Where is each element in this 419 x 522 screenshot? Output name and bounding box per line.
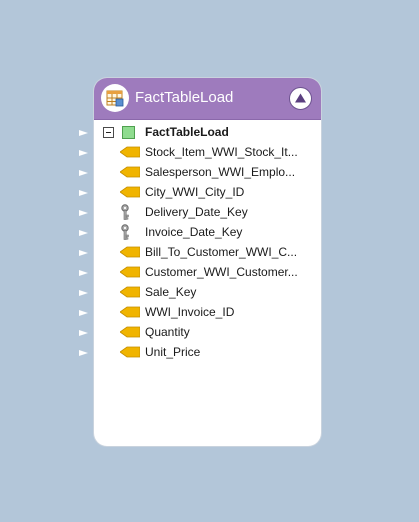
column-label: Bill_To_Customer_WWI_C... (145, 245, 298, 259)
column-label: WWI_Invoice_ID (145, 305, 235, 319)
input-port-arrow-icon[interactable] (79, 224, 89, 244)
column-item[interactable]: Bill_To_Customer_WWI_C... (119, 242, 320, 262)
column-label: Salesperson_WWI_Emplo... (145, 165, 296, 179)
column-icon (119, 264, 141, 280)
node-header[interactable]: FactTableLoad (94, 78, 321, 120)
column-list: Stock_Item_WWI_Stock_It... Salesperson_WW… (119, 142, 320, 362)
column-label: Quantity (145, 325, 190, 339)
column-item[interactable]: Sale_Key (119, 282, 320, 302)
input-port-arrow-icon[interactable] (79, 244, 89, 264)
column-item[interactable]: Customer_WWI_Customer... (119, 262, 320, 282)
column-item[interactable]: Quantity (119, 322, 320, 342)
column-icon (119, 304, 141, 320)
column-label: Customer_WWI_Customer... (145, 265, 298, 279)
input-port-arrow-icon[interactable] (79, 204, 89, 224)
column-item[interactable]: Salesperson_WWI_Emplo... (119, 162, 320, 182)
input-port-arrow-icon[interactable] (79, 324, 89, 344)
column-label: Unit_Price (145, 345, 201, 359)
column-item[interactable]: Delivery_Date_Key (120, 202, 320, 222)
column-icon (119, 184, 141, 200)
column-item[interactable]: Unit_Price (119, 342, 320, 362)
tree-root-item[interactable]: FactTableLoad (103, 124, 318, 142)
tree-root-label: FactTableLoad (145, 125, 229, 139)
fact-table-load-node[interactable]: FactTableLoad FactTableLoad Stock_Item_W… (94, 78, 321, 446)
input-port-arrow-icon[interactable] (79, 344, 89, 364)
table-icon (122, 126, 135, 139)
column-icon (119, 144, 141, 160)
table-loader-icon (101, 84, 129, 112)
column-icon (119, 344, 141, 360)
input-port-arrow-icon[interactable] (79, 124, 89, 144)
input-port-arrow-icon[interactable] (79, 144, 89, 164)
input-port-arrow-icon[interactable] (79, 304, 89, 324)
key-icon (120, 204, 140, 220)
column-item[interactable]: Invoice_Date_Key (120, 222, 320, 242)
column-label: City_WWI_City_ID (145, 185, 245, 199)
node-title: FactTableLoad (135, 89, 234, 106)
collapse-minus-icon[interactable] (103, 127, 114, 138)
column-label: Invoice_Date_Key (145, 225, 243, 239)
column-label: Delivery_Date_Key (145, 205, 248, 219)
column-item[interactable]: WWI_Invoice_ID (119, 302, 320, 322)
column-icon (119, 284, 141, 300)
column-label: Stock_Item_WWI_Stock_It... (145, 145, 298, 159)
input-port-arrow-icon[interactable] (79, 164, 89, 184)
input-ports (79, 124, 89, 364)
collapse-up-icon[interactable] (289, 87, 312, 110)
column-label: Sale_Key (145, 285, 197, 299)
column-icon (119, 244, 141, 260)
input-port-arrow-icon[interactable] (79, 284, 89, 304)
column-item[interactable]: City_WWI_City_ID (119, 182, 320, 202)
column-item[interactable]: Stock_Item_WWI_Stock_It... (119, 142, 320, 162)
input-port-arrow-icon[interactable] (79, 264, 89, 284)
column-icon (119, 164, 141, 180)
column-icon (119, 324, 141, 340)
key-icon (120, 224, 140, 240)
input-port-arrow-icon[interactable] (79, 184, 89, 204)
